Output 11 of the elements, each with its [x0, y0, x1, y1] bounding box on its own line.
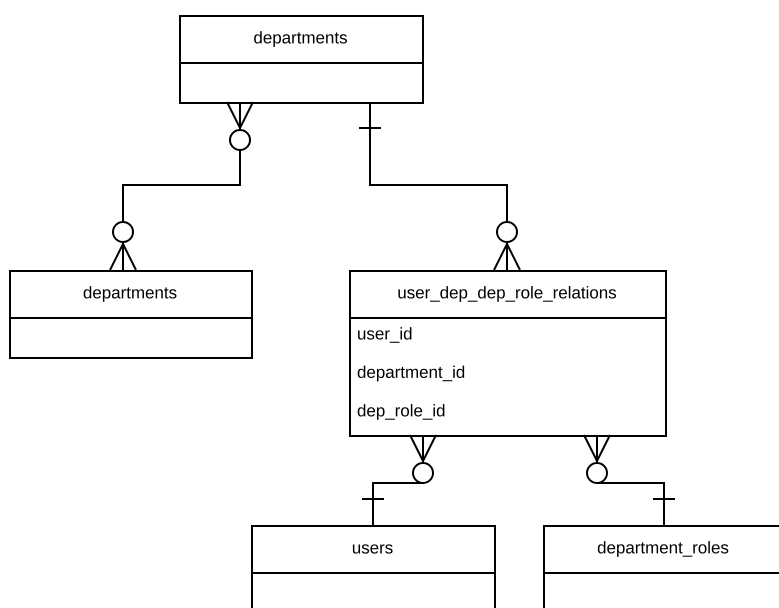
entity-box: users — [251, 525, 496, 608]
entity-box: departments — [9, 270, 253, 359]
attribute-text: dep_role_id — [358, 404, 444, 420]
relationship-line — [361, 434, 437, 526]
relationship-line — [583, 434, 676, 526]
attribute-text: user_id — [358, 327, 412, 343]
attribute-text: department_id — [358, 366, 464, 382]
relationship-line — [109, 101, 254, 271]
relationship-line — [358, 103, 521, 271]
entity-box: departments — [179, 15, 424, 104]
entity-box: department_roles — [543, 525, 779, 608]
